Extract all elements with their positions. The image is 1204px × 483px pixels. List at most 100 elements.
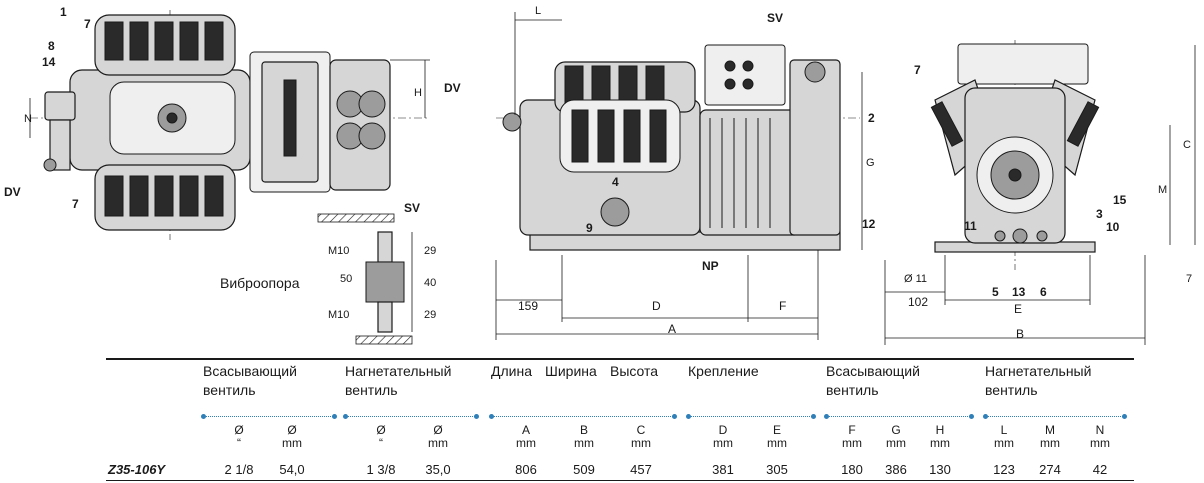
group-divider (201, 414, 337, 419)
callout-7-dim: 7 (1186, 273, 1192, 285)
unit-symbol: F (848, 423, 856, 437)
value-cell: 274 (1039, 462, 1061, 477)
discharge-valve-header: Нагнетательный вентиль (345, 362, 451, 400)
width-header: Ширина (545, 362, 597, 381)
unit-symbol: N (1095, 423, 1105, 437)
discharge-valve-header-line2: вентиль (345, 382, 398, 398)
unit-label: mm (1040, 436, 1060, 450)
unit-symbol: Ø (234, 423, 244, 437)
height-header-text: Высота (610, 363, 659, 379)
callout-8: 8 (48, 39, 55, 53)
unit-label: mm (767, 436, 787, 450)
suction-valve-header: Всасывающий вентиль (203, 362, 297, 400)
dim-102: 102 (908, 295, 928, 309)
callout-6: 6 (1040, 285, 1047, 299)
dim-a: A (668, 322, 676, 336)
callout-sv-side: SV (767, 11, 783, 25)
callout-11: 11 (964, 219, 977, 233)
suction-valve-header-line2: вентиль (203, 382, 256, 398)
top-view (29, 10, 430, 240)
unit-symbol: Ø (376, 423, 386, 437)
technical-drawing: 1 7 8 14 N DV 7 H SV DV L SV 2 G 4 9 NP … (4, 5, 1196, 345)
suction-valve-header-2-line1: Всасывающий (826, 363, 920, 379)
mount-h-top: 29 (424, 245, 436, 257)
callout-n: N (24, 113, 32, 125)
unit-symbol: L (1000, 423, 1008, 437)
suction-valve-header-line1: Всасывающий (203, 363, 297, 379)
group-divider (983, 414, 1127, 419)
unit-cell: Ø“ (361, 424, 401, 450)
callout-m: M (1158, 184, 1167, 196)
value-cell: 1 3/8 (366, 462, 396, 477)
value-cell: 2 1/8 (224, 462, 254, 477)
group-divider (686, 414, 816, 419)
unit-label: mm (282, 436, 302, 450)
value-cell: 123 (993, 462, 1015, 477)
group-divider (343, 414, 479, 419)
unit-symbol: Ø (287, 423, 297, 437)
unit-symbol: B (579, 423, 588, 437)
callout-l: L (535, 5, 541, 17)
callout-4: 4 (612, 175, 619, 189)
group-divider (824, 414, 974, 419)
callout-5: 5 (992, 285, 999, 299)
mount-h-mid: 40 (424, 277, 436, 289)
callout-7-top: 7 (84, 17, 91, 31)
value-cell: 457 (630, 462, 652, 477)
length-header: Длина (491, 362, 532, 381)
mount-h-bottom: 29 (424, 309, 436, 321)
dim-159: 159 (518, 299, 538, 313)
callout-7-bottom: 7 (72, 197, 79, 211)
unit-symbol: Ø (433, 423, 443, 437)
callout-10: 10 (1106, 220, 1120, 234)
model-name: Z35-106Y (108, 462, 166, 477)
discharge-valve-header-2-line1: Нагнетательный (985, 363, 1092, 379)
unit-label: mm (428, 436, 448, 450)
discharge-valve-header-line1: Нагнетательный (345, 363, 452, 379)
value-cell: 35,0 (425, 462, 451, 477)
table-top-rule (106, 358, 1134, 360)
dim-b: B (1016, 327, 1024, 341)
callout-dv-side: DV (444, 81, 461, 95)
callout-2: 2 (868, 111, 875, 125)
unit-label: mm (930, 436, 950, 450)
callout-h: H (414, 87, 422, 99)
callout-14: 14 (42, 55, 56, 69)
callout-3: 3 (1096, 207, 1103, 221)
unit-symbol: E (772, 423, 781, 437)
front-view (884, 40, 1196, 345)
unit-symbol: M (1045, 423, 1055, 437)
callout-13: 13 (1012, 285, 1026, 299)
unit-label: “ (237, 436, 241, 450)
mount-m10-top: M10 (328, 245, 349, 257)
group-divider (489, 414, 677, 419)
callout-1: 1 (60, 5, 67, 19)
discharge-valve-header-2-line2: вентиль (985, 382, 1038, 398)
value-cell: 54,0 (279, 462, 305, 477)
unit-symbol: G (891, 423, 901, 437)
callout-12: 12 (862, 217, 876, 231)
value-cell: 381 (712, 462, 734, 477)
mount-title: Виброопора (220, 275, 300, 291)
callout-o11: Ø 11 (904, 273, 927, 285)
mount-width: 50 (340, 273, 352, 285)
unit-label: “ (379, 436, 383, 450)
unit-label: mm (713, 436, 733, 450)
discharge-valve-header-2: Нагнетательный вентиль (985, 362, 1091, 400)
height-header: Высота (610, 362, 658, 381)
value-cell: 42 (1092, 462, 1108, 477)
unit-cell: Ø“ (219, 424, 259, 450)
value-cell: 130 (929, 462, 951, 477)
unit-label: mm (516, 436, 536, 450)
callout-15: 15 (1113, 193, 1127, 207)
callout-7-front: 7 (914, 63, 921, 77)
